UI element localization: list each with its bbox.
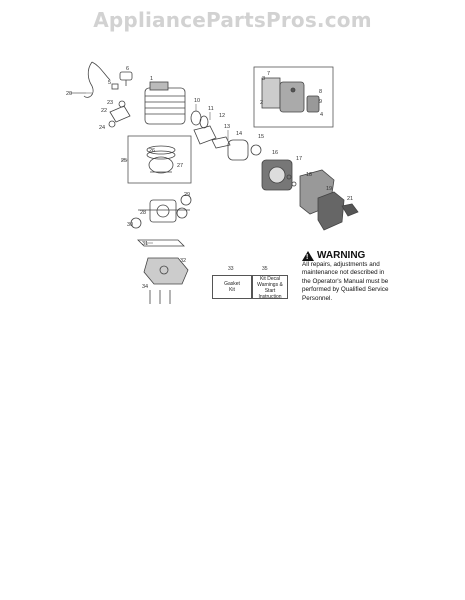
- callout-18: 18: [306, 172, 312, 178]
- bolt-part: [111, 83, 119, 90]
- callout-8: 8: [319, 89, 322, 95]
- warning-line: All repairs, adjustments and: [302, 261, 380, 268]
- fuel-line-part: [83, 61, 94, 98]
- callout-23: 23: [107, 100, 113, 106]
- kit-line: Gasket: [224, 281, 240, 287]
- gasket-part: [137, 239, 185, 247]
- callout-21: 21: [347, 196, 353, 202]
- warning-line: Personnel.: [302, 294, 333, 302]
- warning-line: performed by Qualified Service: [302, 286, 389, 294]
- kit-line: Warnings &: [257, 282, 283, 288]
- cap-part: [341, 203, 359, 217]
- decal-kit-box: Kit Decal Warnings & Start Instruction: [252, 275, 288, 300]
- kit-number: 33: [228, 266, 234, 272]
- callout-2: 2: [260, 100, 263, 106]
- callout-3: 3: [262, 76, 265, 82]
- crankcase-part: [143, 257, 189, 285]
- callout-9: 9: [319, 99, 322, 105]
- callout-13: 13: [224, 124, 230, 130]
- kit-line: Kit: [229, 287, 235, 293]
- callout-26: 26: [149, 148, 155, 154]
- bearing-part: [180, 194, 192, 206]
- warning-line: the Operator's Manual must be: [302, 277, 389, 285]
- intake-part: [211, 136, 231, 149]
- fan-housing-part: [261, 159, 293, 191]
- gasket-kit-box: Gasket Kit: [212, 275, 252, 299]
- callout-11: 11: [208, 106, 214, 112]
- callout-7: 7: [267, 71, 270, 77]
- callout-30: 30: [127, 222, 133, 228]
- callout-15: 15: [258, 134, 264, 140]
- callout-20: 20: [66, 91, 72, 97]
- warning-heading: WARNING: [302, 250, 447, 263]
- warning-line: maintenance not described in: [302, 269, 385, 277]
- warning-icon: [302, 250, 314, 263]
- callout-28: 28: [140, 210, 146, 216]
- warning-title: WARNING: [317, 250, 366, 261]
- callout-4: 4: [320, 112, 323, 118]
- ring-part: [190, 110, 202, 126]
- intake-part: [193, 125, 217, 145]
- callout-6: 6: [126, 66, 129, 72]
- piston-kit-box: [127, 135, 192, 184]
- callout-25: 25: [121, 158, 127, 164]
- kit-line: Kit Decal: [259, 276, 280, 282]
- spark-plug-part: [119, 71, 133, 81]
- kit-number: 35: [262, 266, 268, 272]
- callout-16: 16: [272, 150, 278, 156]
- fuel-line-part: [91, 61, 111, 81]
- callout-12: 12: [219, 113, 225, 119]
- cover-part: [317, 191, 345, 231]
- callout-5: 5: [108, 80, 111, 86]
- callout-29: 29: [184, 192, 190, 198]
- callout-19: 19: [326, 186, 332, 192]
- callout-32: 32: [180, 258, 186, 264]
- air-filter-part: [227, 139, 262, 161]
- bearing-part: [130, 217, 142, 229]
- callout-34: 34: [142, 284, 148, 290]
- kit-line: Start Instruction: [258, 288, 282, 300]
- callout-22: 22: [101, 108, 107, 114]
- ring-part: [199, 115, 209, 129]
- cylinder-part: [144, 81, 186, 125]
- muffler-kit-box: [253, 66, 334, 128]
- bearing-part: [176, 207, 188, 219]
- crankshaft-part: [138, 199, 190, 223]
- callout-31: 31: [142, 241, 148, 247]
- bracket-part: [109, 105, 131, 123]
- callout-27: 27: [177, 163, 183, 169]
- washer-part: [291, 181, 297, 187]
- callout-10: 10: [194, 98, 200, 104]
- warning-notice: WARNING All repairs, adjustments and mai…: [302, 250, 447, 303]
- callout-14: 14: [236, 131, 242, 137]
- callout-17: 17: [296, 156, 302, 162]
- callout-24: 24: [99, 125, 105, 131]
- callout-1: 1: [150, 76, 153, 82]
- washer-part: [286, 174, 292, 180]
- watermark: AppliancePartsPros.com: [93, 8, 372, 32]
